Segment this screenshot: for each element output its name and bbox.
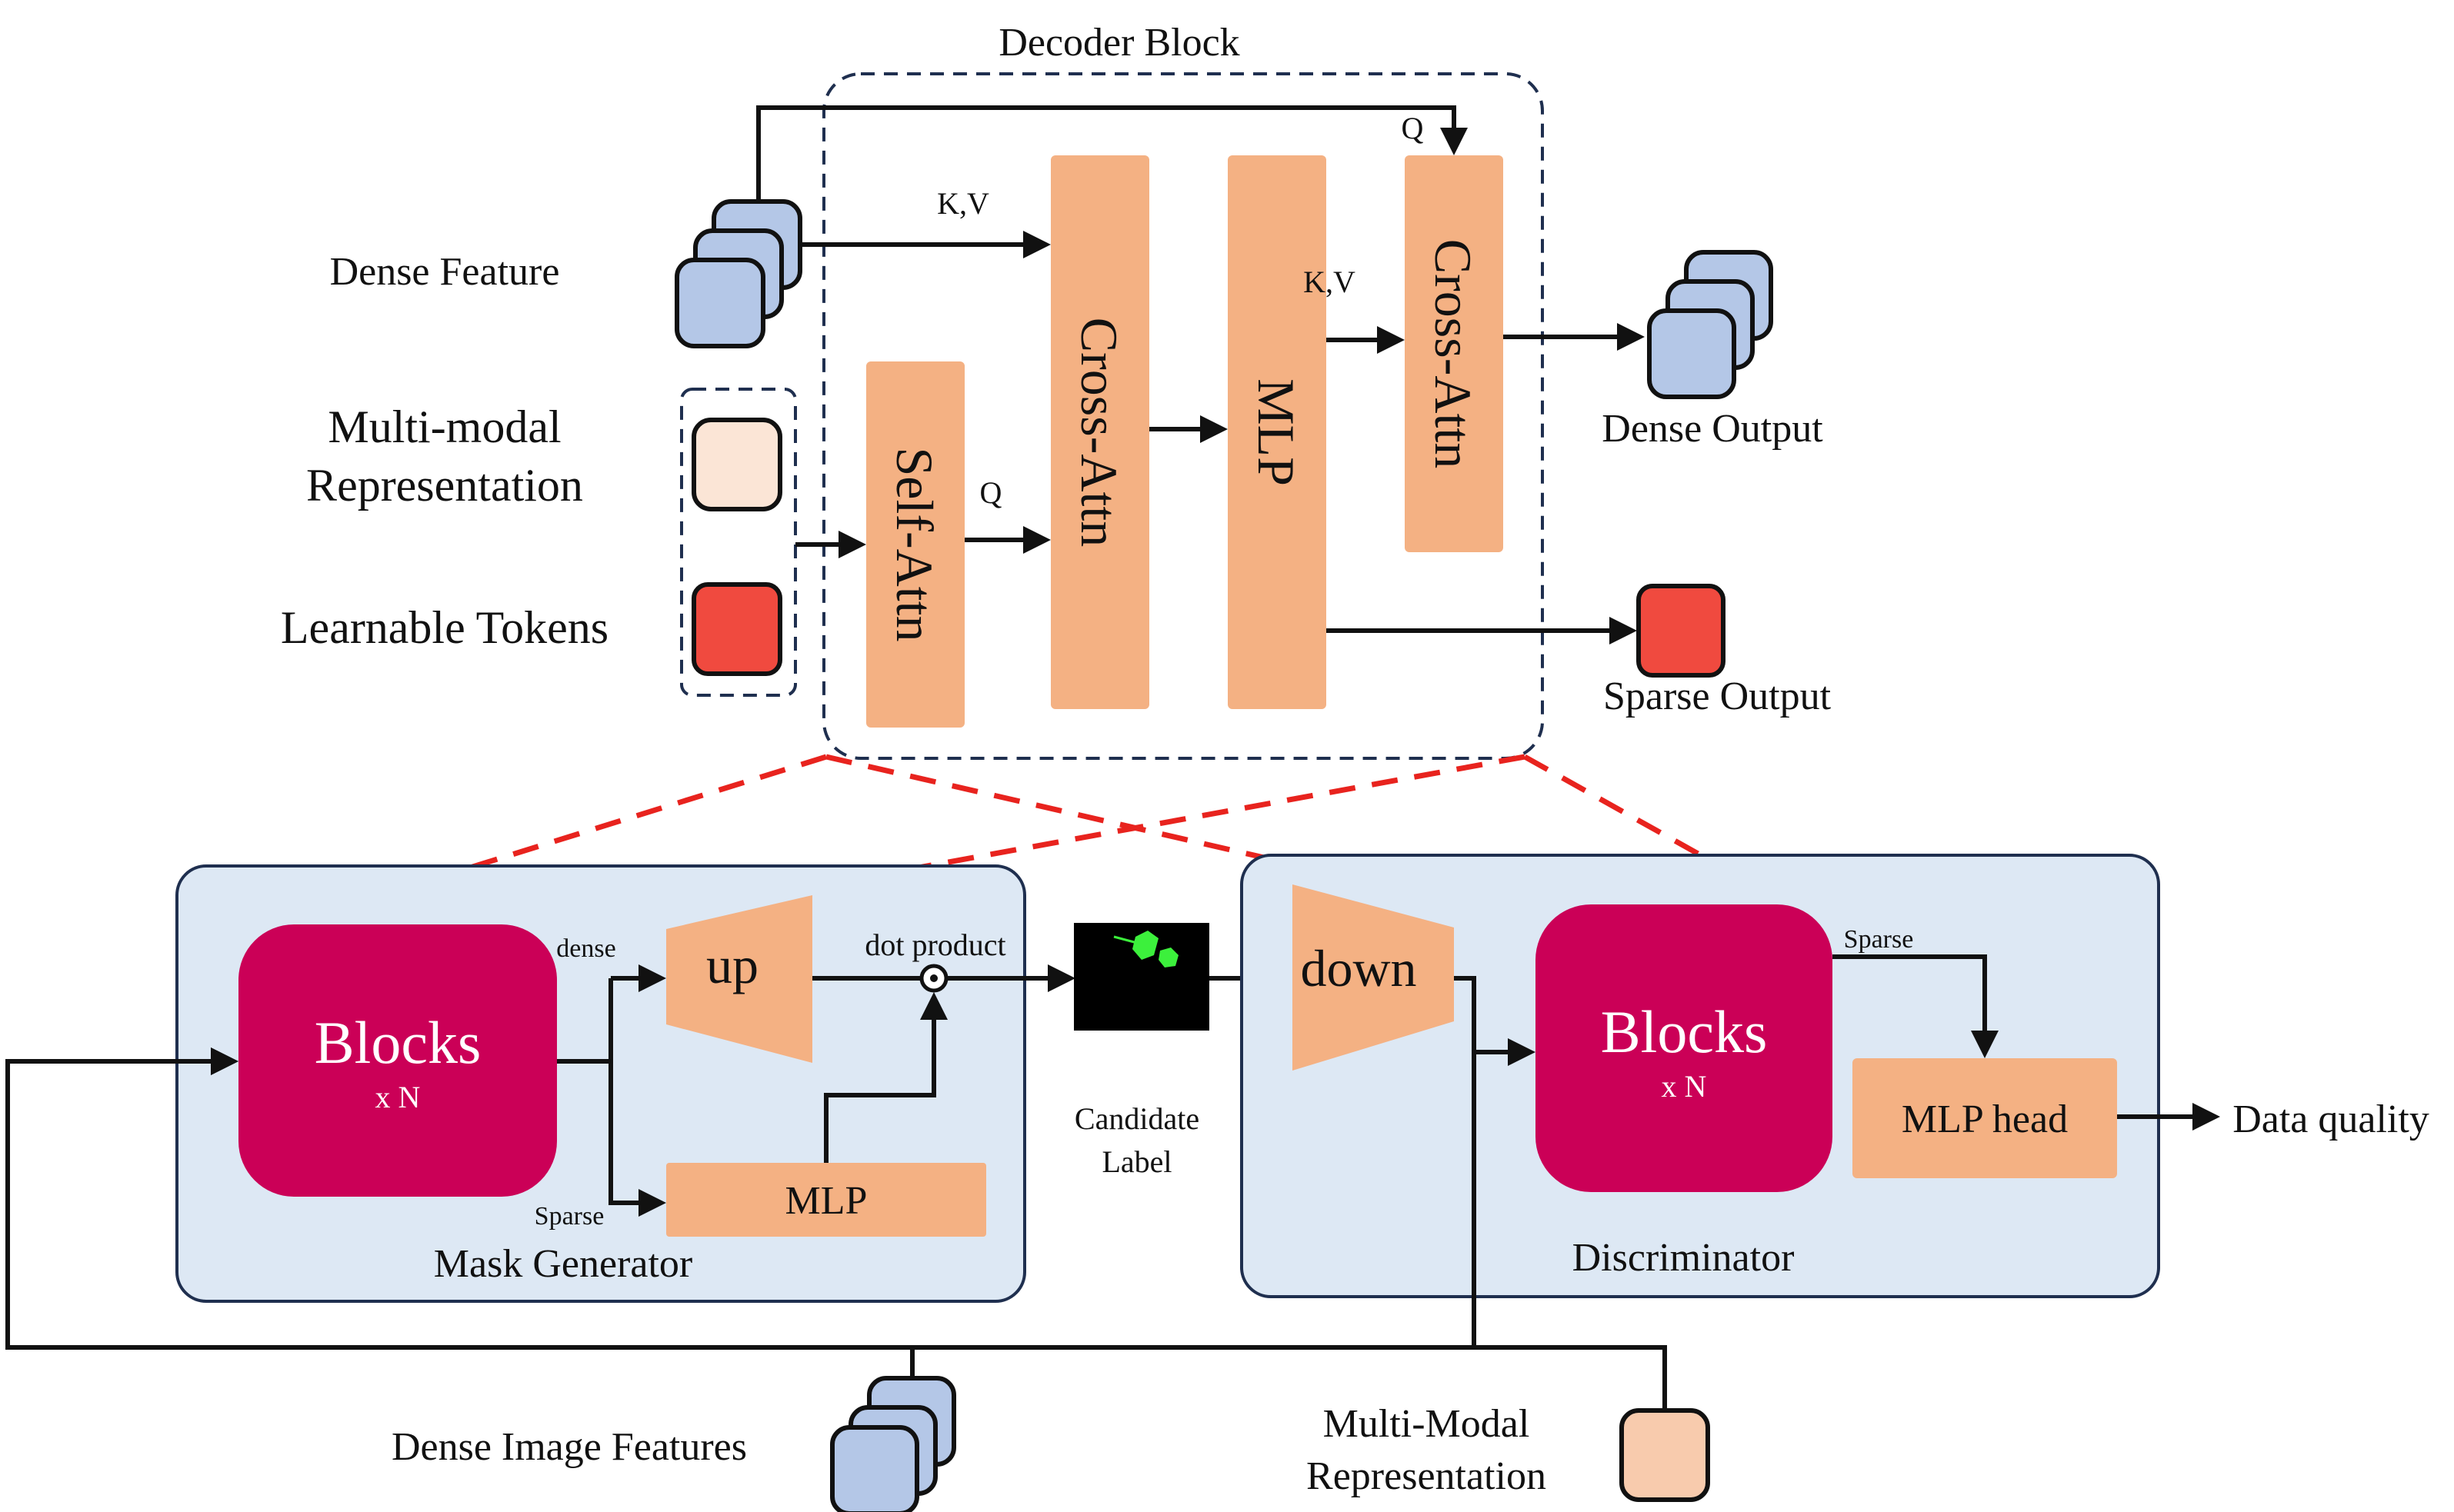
token-group-border [680, 388, 797, 697]
down-label: down [1300, 939, 1416, 997]
mm-representation-token [1619, 1408, 1710, 1502]
multimodal-label-line2: Representation [306, 460, 583, 511]
candidate-label-line2: Label [1102, 1144, 1172, 1179]
discriminator-label: Discriminator [1572, 1236, 1795, 1280]
mlp-block-top [1228, 155, 1326, 709]
blocks-generator-label: Blocks [315, 1009, 482, 1076]
cross-attn-block-2 [1405, 155, 1503, 552]
dot-product-center [930, 974, 938, 982]
feedback-lines [5, 1047, 1667, 1410]
up-label: up [706, 936, 759, 994]
learnable-tokens-label: Learnable Tokens [281, 602, 608, 653]
sparse-output-label: Sparse Output [1603, 674, 1832, 718]
decoder-block-title: Decoder Block [999, 21, 1239, 65]
q-label-top: Q [1402, 111, 1424, 145]
decoder-arrows [756, 105, 1645, 644]
mlp-head-block [1852, 1058, 2117, 1178]
dense-output-stack [1647, 250, 1773, 399]
self-attn-label: Self-Attn [885, 447, 944, 641]
candidate-label-line1: Candidate [1075, 1101, 1199, 1136]
dense-label-small: dense [556, 934, 615, 963]
mm-rep-label-line1: Multi-Modal [1323, 1402, 1530, 1446]
self-attn-block [866, 361, 965, 728]
kv-label-right: K,V [1303, 265, 1355, 299]
dense-output-label: Dense Output [1602, 407, 1823, 451]
mm-rep-label-line2: Representation [1306, 1454, 1546, 1498]
sparse-output-token [1636, 584, 1725, 678]
sparse-label-small: Sparse [535, 1202, 605, 1231]
data-quality-label: Data quality [2232, 1097, 2429, 1141]
mlp-block-bottom [666, 1163, 986, 1237]
discriminator-arrows [1454, 954, 2220, 1347]
up-block [666, 895, 812, 1063]
cross-attn-label-1: Cross-Attn [1070, 318, 1129, 547]
cross-attn-block-1 [1051, 155, 1149, 709]
multimodal-label-line1: Multi-modal [328, 401, 561, 452]
dense-image-features-label: Dense Image Features [392, 1425, 747, 1469]
down-block [1292, 884, 1454, 1071]
dense-image-features-stack [830, 1376, 956, 1512]
candidate-label-image [1074, 923, 1209, 1031]
learnable-token [692, 582, 782, 676]
dense-feature-stack [675, 199, 802, 348]
multimodal-token [692, 418, 782, 511]
sparse-disc-label: Sparse [1844, 925, 1914, 954]
dot-product-label: dot product [865, 928, 1005, 962]
mlp-label-top: MLP [1247, 378, 1305, 486]
mlp-label-bottom: MLP [785, 1179, 868, 1223]
generator-arrows [557, 964, 1075, 1217]
blocks-discriminator [1535, 904, 1832, 1192]
blocks-generator-xn: x N [375, 1080, 421, 1114]
q-label-mid: Q [980, 475, 1002, 510]
blocks-discriminator-xn: x N [1662, 1069, 1707, 1104]
dense-feature-label: Dense Feature [330, 250, 560, 294]
mlp-head-label: MLP head [1902, 1097, 2068, 1141]
decoder-block-border [822, 72, 1544, 760]
blocks-discriminator-label: Blocks [1601, 998, 1768, 1065]
cross-attn-label-2: Cross-Attn [1424, 239, 1482, 468]
kv-label-top: K,V [937, 186, 989, 221]
blocks-generator [238, 924, 557, 1197]
mask-generator-label: Mask Generator [434, 1242, 692, 1286]
